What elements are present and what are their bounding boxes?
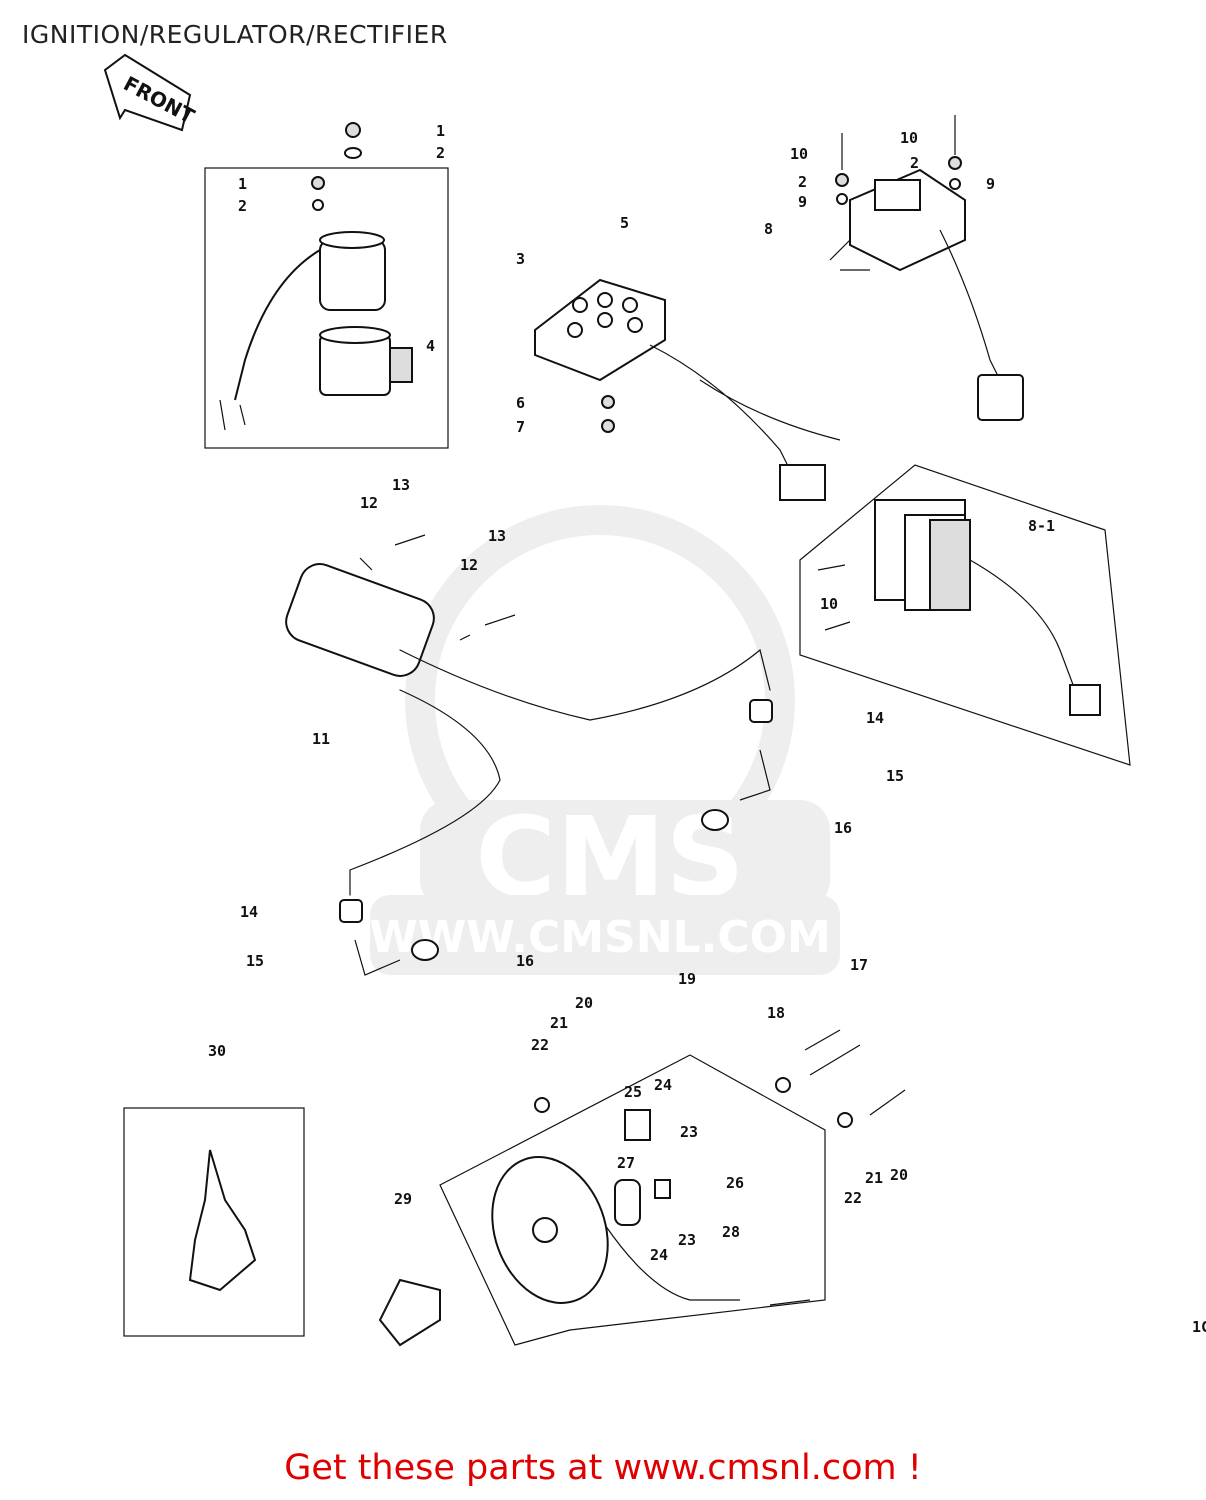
- washer-18: [775, 1077, 791, 1093]
- callout-2: 2: [798, 173, 807, 191]
- callout-16: 16: [516, 952, 534, 970]
- callout-9: 9: [986, 175, 995, 193]
- callout-28: 28: [722, 1223, 740, 1241]
- callout-23: 23: [680, 1123, 698, 1141]
- footer-link[interactable]: Get these parts at www.cmsnl.com !: [0, 1448, 1206, 1488]
- callout-15: 15: [246, 952, 264, 970]
- callout-3: 3: [516, 250, 525, 268]
- callout-25: 25: [624, 1083, 642, 1101]
- callout-12: 12: [460, 556, 478, 574]
- callout-8: 8: [764, 220, 773, 238]
- washer-22-left: [534, 1097, 550, 1113]
- callout-22: 22: [844, 1189, 862, 1207]
- callout-9: 9: [798, 193, 807, 211]
- callout-22: 22: [531, 1036, 549, 1054]
- regulator-8-1: [817, 499, 1101, 716]
- bolt-17: [804, 1029, 861, 1076]
- washer-22-right: [837, 1112, 853, 1128]
- callout-30: 30: [208, 1042, 226, 1060]
- callout-20: 20: [890, 1166, 908, 1184]
- callout-14: 14: [240, 903, 258, 921]
- callout-15: 15: [886, 767, 904, 785]
- regulator-8: [829, 115, 1024, 421]
- callout-20: 20: [575, 994, 593, 1012]
- callout-11: 11: [312, 730, 330, 748]
- front-arrow: FRONT: [103, 53, 199, 132]
- pickup-plate-box: [439, 1054, 826, 1346]
- callout-7: 7: [516, 418, 525, 436]
- regulator-8-1-box: [799, 464, 1131, 766]
- plug-cap-30: [188, 1149, 257, 1292]
- nut-1-top: [345, 122, 361, 138]
- callout-8-1: 8-1: [1028, 517, 1055, 535]
- callout-13: 13: [392, 476, 410, 494]
- callout-1: 1: [436, 122, 445, 140]
- callout-26: 26: [726, 1174, 744, 1192]
- callout-18: 18: [767, 1004, 785, 1022]
- watermark: CMS WWW.CMSNL.COM: [369, 505, 840, 975]
- callout-17: 17: [850, 956, 868, 974]
- callout-1: 1: [238, 175, 247, 193]
- rectifier-5: [534, 278, 841, 501]
- pickup-assembly: [378, 1109, 811, 1347]
- callout-21: 21: [550, 1014, 568, 1032]
- washer-2-top: [344, 147, 362, 159]
- callout-13: 13: [488, 527, 506, 545]
- page-title: IGNITION/REGULATOR/RECTIFIER: [22, 20, 448, 49]
- watermark-url: WWW.CMSNL.COM: [369, 912, 831, 963]
- callout-23: 23: [678, 1231, 696, 1249]
- callout-21: 21: [865, 1169, 883, 1187]
- margin-note: 1C: [1192, 1318, 1206, 1336]
- callout-24: 24: [654, 1076, 672, 1094]
- coil-group-box: [204, 167, 449, 449]
- callout-10: 10: [820, 595, 838, 613]
- callout-19: 19: [678, 970, 696, 988]
- callout-10: 10: [790, 145, 808, 163]
- callout-10: 10: [900, 129, 918, 147]
- callout-27: 27: [617, 1154, 635, 1172]
- plug-cap-box: [123, 1107, 305, 1337]
- callout-14: 14: [866, 709, 884, 727]
- callout-labels: 1 2 1 2 3 4 5 6 7 10 10 2 2 9 9 8 8-1 10…: [208, 122, 1206, 1336]
- callout-12: 12: [360, 494, 378, 512]
- ignition-coil-11: [285, 534, 773, 976]
- footer-link-text[interactable]: Get these parts at www.cmsnl.com !: [284, 1448, 922, 1488]
- callout-4: 4: [426, 337, 435, 355]
- callout-16: 16: [834, 819, 852, 837]
- callout-6: 6: [516, 394, 525, 412]
- callout-2: 2: [238, 197, 247, 215]
- callout-5: 5: [620, 214, 629, 232]
- ignition-coil: [219, 176, 413, 431]
- callout-2: 2: [436, 144, 445, 162]
- callout-2: 2: [910, 154, 919, 172]
- callout-29: 29: [394, 1190, 412, 1208]
- callout-24: 24: [650, 1246, 668, 1264]
- bolt-20-right: [869, 1089, 906, 1116]
